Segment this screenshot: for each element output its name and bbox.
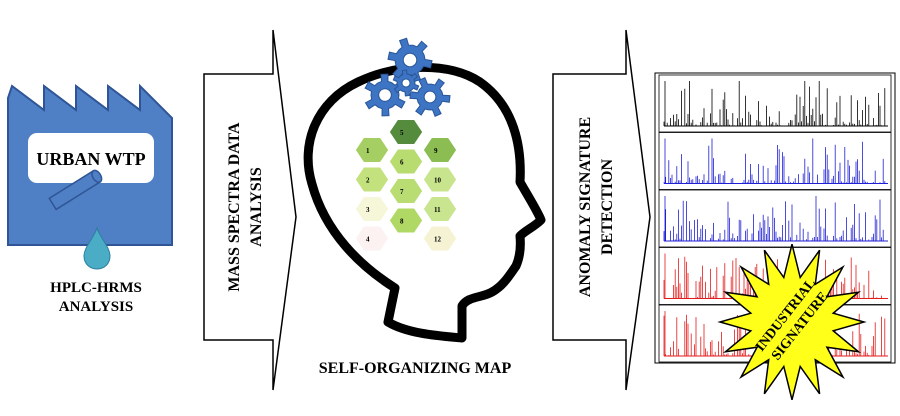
gear-icon: [409, 77, 451, 117]
outlet-pipe: [48, 169, 103, 211]
arrow1-label-line1: MASS SPECTRA DATA: [226, 122, 243, 292]
som-cell-label: 5: [400, 129, 404, 137]
som-cell-9: 9: [422, 136, 458, 164]
arrow2-label-line1: ANOMALY SIGNATURE: [577, 117, 594, 297]
som-cell-label: 3: [366, 206, 370, 214]
som-title: SELF-ORGANIZING MAP: [319, 360, 512, 377]
som-cell-label: 9: [434, 147, 438, 155]
som-cell-label: 1: [366, 147, 370, 155]
analysis-label-line2: ANALYSIS: [59, 299, 133, 315]
arrow-anomaly-detection: ANOMALY SIGNATURE DETECTION: [552, 29, 651, 391]
som-cell-10: 10: [422, 165, 458, 194]
som-cell-label: 12: [434, 236, 442, 244]
som-cell-12: 12: [422, 224, 458, 253]
factory-label-box: [28, 133, 154, 183]
head-outline: [303, 62, 546, 343]
factory: URBAN WTP HPLC-HRMS ANALYSIS: [7, 83, 173, 315]
som-cell-3: 3: [354, 195, 390, 223]
gear-icon: [364, 73, 406, 117]
factory-label: URBAN WTP: [36, 149, 145, 169]
som-cell-label: 8: [400, 218, 404, 226]
som-cell-label: 11: [434, 206, 441, 214]
som-cell-label: 2: [366, 177, 370, 185]
som-cell-6: 6: [388, 147, 424, 176]
spectrum-panel: [658, 74, 892, 133]
som-cell-5: 5: [388, 118, 424, 146]
som-cell-label: 4: [366, 236, 370, 244]
gear-icon: [392, 69, 420, 97]
som-cell-8: 8: [388, 206, 424, 235]
som-cell-label: 6: [400, 159, 404, 167]
gear-group: [364, 37, 451, 117]
som-cell-7: 7: [388, 177, 424, 205]
spectrum-panel: [658, 189, 892, 248]
som-cell-label: 10: [434, 177, 442, 185]
arrow-mass-spectra: MASS SPECTRA DATA ANALYSIS: [203, 29, 297, 391]
som-cell-11: 11: [422, 195, 458, 223]
arrow1-label-line2: ANALYSIS: [248, 167, 265, 247]
analysis-label-line1: HPLC-HRMS: [50, 280, 142, 296]
gear-icon: [387, 37, 433, 83]
spectrum-panel: [658, 132, 892, 190]
som-cell-1: 1: [354, 136, 390, 164]
industrial-signature-burst: INDUSTRIAL SIGNATURE: [717, 244, 867, 400]
som-cell-label: 7: [400, 188, 404, 196]
som-cell-2: 2: [354, 165, 390, 194]
arrow2-label-line2: DETECTION: [599, 159, 616, 255]
som-cell-4: 4: [354, 224, 390, 253]
water-drop-icon: [83, 226, 111, 270]
